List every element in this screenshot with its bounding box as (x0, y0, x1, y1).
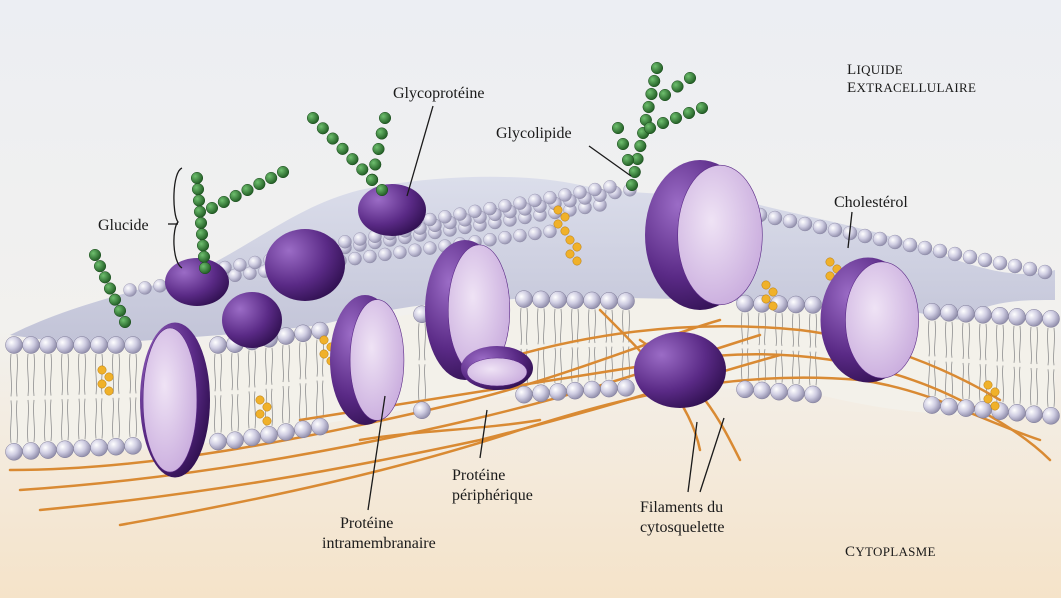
label-proteine-peripherique-line2: périphérique (452, 487, 533, 504)
peripheral-protein-icon (222, 292, 282, 348)
label-glycolipide: Glycolipide (496, 125, 572, 142)
peripheral-protein-icon (165, 258, 229, 306)
label-glycoproteine: Glycoprotéine (393, 85, 485, 102)
peripheral-protein-icon (358, 184, 426, 236)
label-glucide: Glucide (98, 217, 149, 234)
label-cytoplasme: CYTOPLASME (845, 544, 936, 560)
label-cholesterol: Cholestérol (834, 194, 908, 211)
integral-protein-4 (645, 160, 762, 310)
label-liquide-line1: LIQUIDE (847, 62, 903, 78)
label-liquide-line2: EXTRACELLULAIRE (847, 80, 976, 96)
integral-protein-5 (821, 258, 919, 383)
integral-protein-2 (330, 295, 404, 425)
integral-protein-1 (140, 323, 210, 478)
label-filaments-line1: Filaments du (640, 499, 723, 516)
label-proteine-peripherique-line1: Protéine (452, 467, 505, 484)
label-proteine-intra-line1: Protéine (340, 515, 393, 532)
peripheral-protein-icon (634, 332, 726, 408)
peripheral-protein-icon (265, 229, 345, 301)
label-filaments-line2: cytosquelette (640, 519, 724, 536)
peripheral-protein-face (467, 358, 527, 386)
label-proteine-intra-line2: intramembranaire (322, 535, 436, 552)
